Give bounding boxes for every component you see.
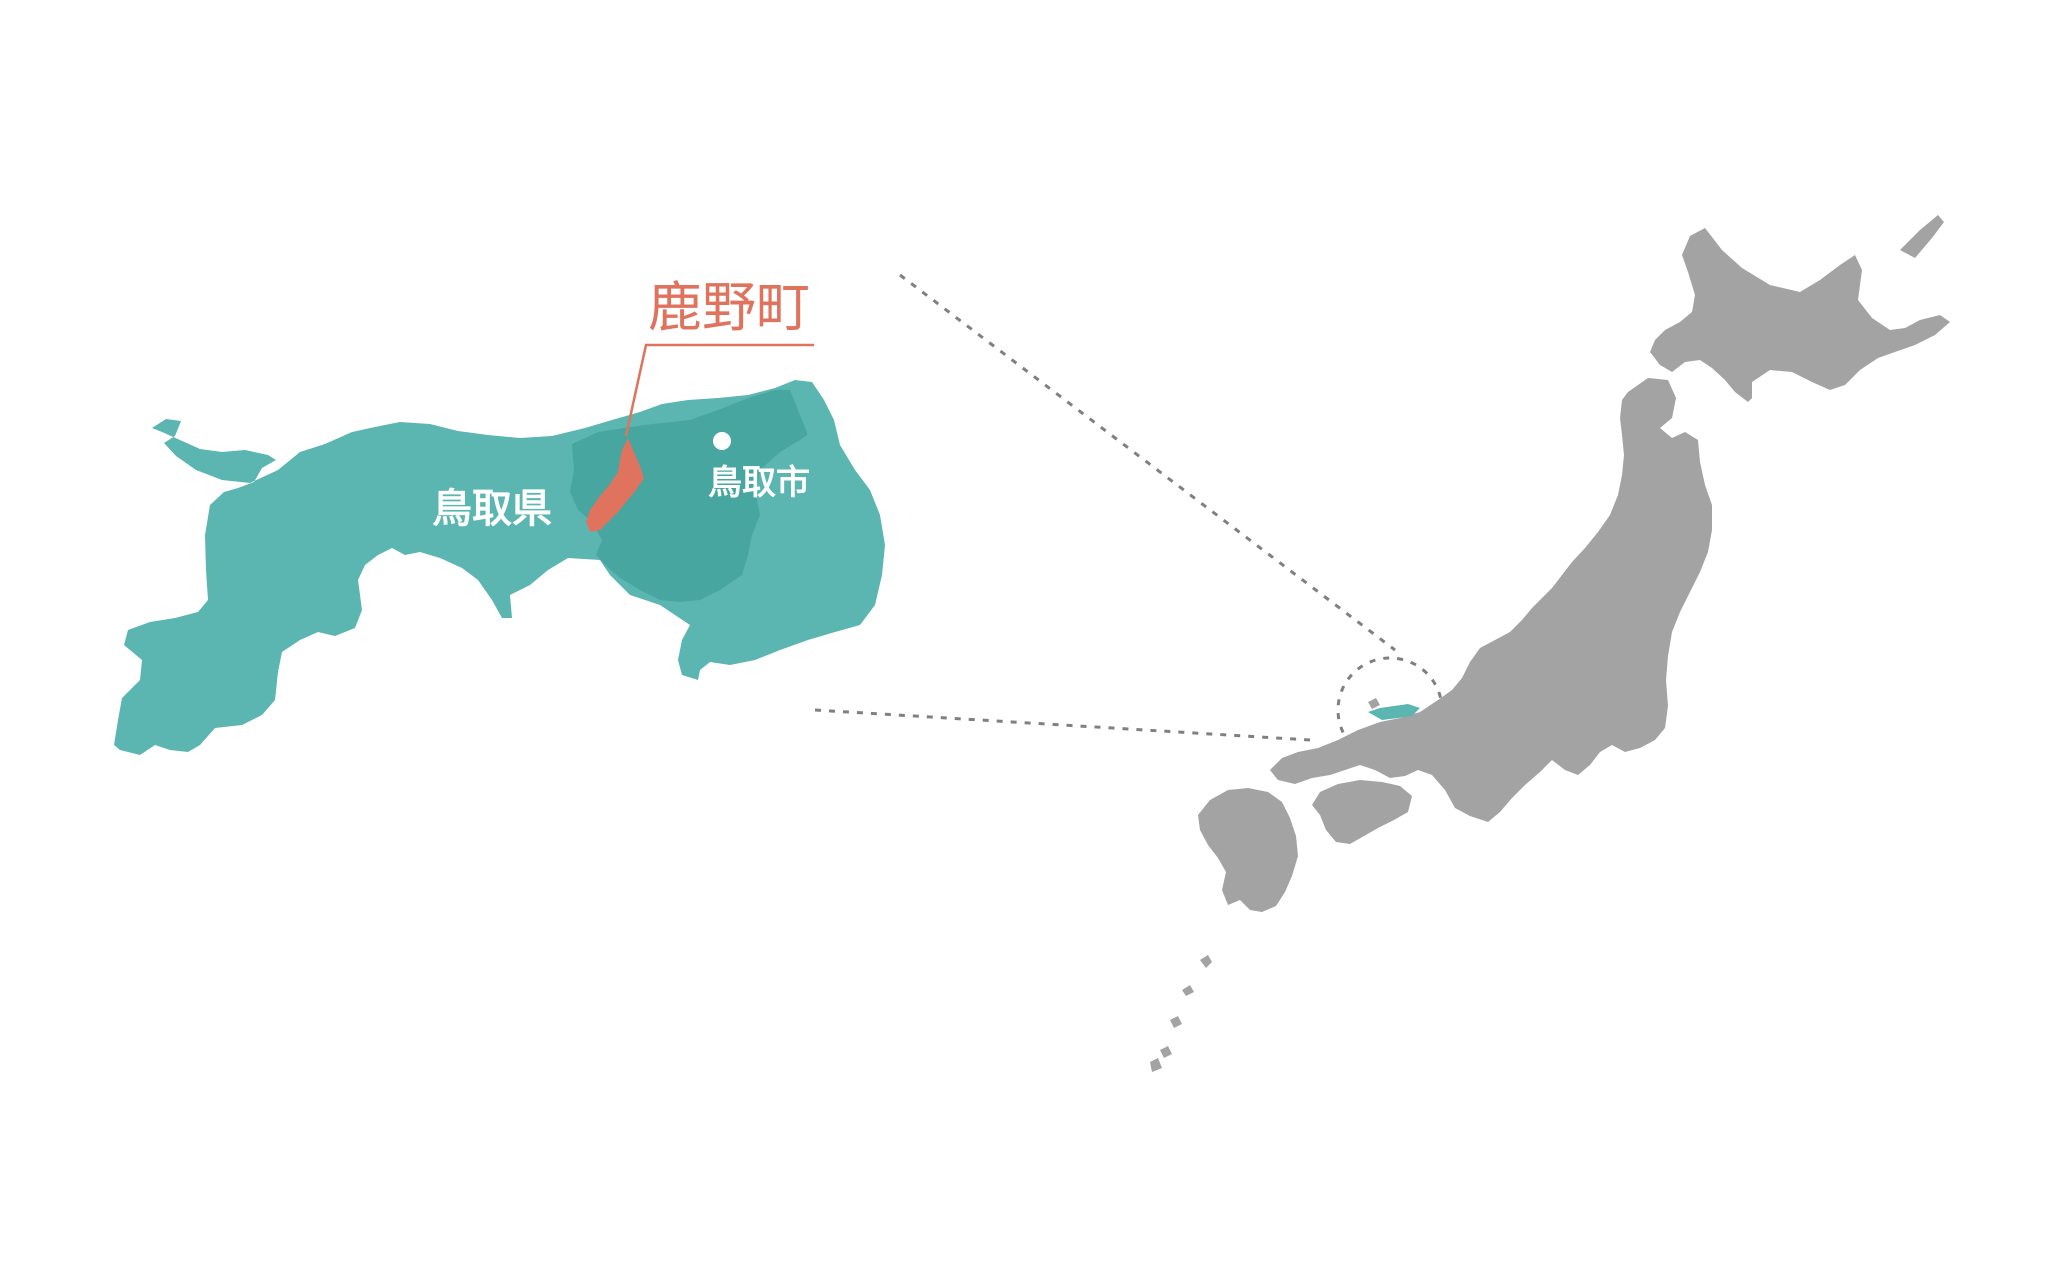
shikano-town-region: [586, 438, 644, 532]
tottori-east-region: [744, 432, 880, 648]
honshu-island: [1270, 378, 1712, 822]
southern-islands: [1150, 955, 1212, 1072]
prefecture-label: 鳥取県: [432, 486, 552, 532]
japan-map: [1150, 215, 1950, 1072]
oki-islands: [1368, 698, 1380, 709]
connector-upper: [899, 273, 1396, 652]
city-label: 鳥取市: [708, 463, 810, 503]
town-leader-line: [624, 343, 814, 437]
shikoku-island: [1312, 780, 1412, 844]
tottori-central-region: [570, 390, 812, 602]
hokkaido-island: [1650, 228, 1950, 402]
town-label: 鹿野町: [648, 276, 810, 339]
connector-lower: [814, 708, 1311, 742]
white-dot-icon: [713, 432, 731, 450]
sado-island: [1590, 628, 1608, 646]
kyushu-island: [1198, 788, 1298, 912]
tottori-highlight: [1368, 704, 1420, 720]
tottori-prefecture-map: 鳥取県 鳥取市 鹿野町: [114, 276, 885, 755]
connector-lines: [814, 273, 1444, 764]
hokkaido-east-tip: [1900, 215, 1944, 258]
